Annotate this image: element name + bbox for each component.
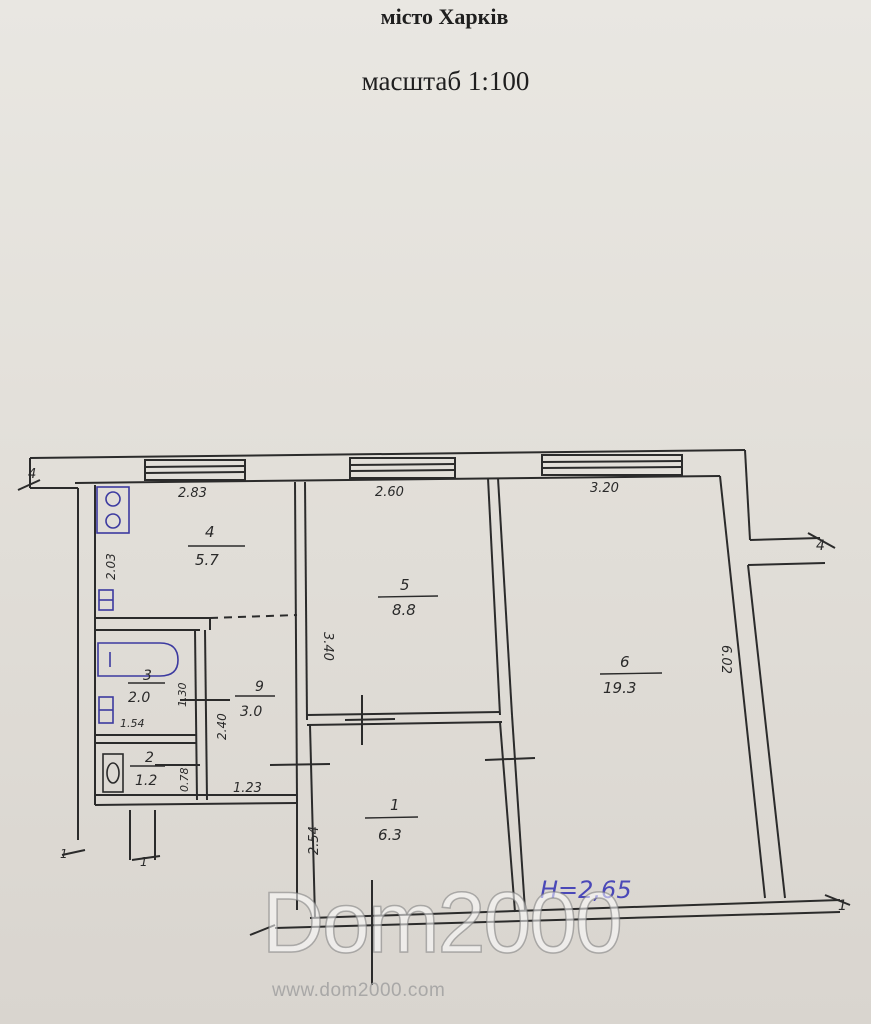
dim-2-03: 2.03 [104, 553, 118, 580]
dim-2-83: 2.83 [178, 486, 207, 501]
outer-bottom-wall [274, 800, 841, 929]
room-5-label: 5 8.8 [392, 576, 416, 619]
svg-text:3: 3 [143, 668, 152, 684]
room-3-label: 3 2.0 [128, 668, 152, 706]
window-2 [349, 457, 456, 479]
scale-label: масштаб 1:100 [361, 66, 530, 96]
partition-walls [94, 477, 526, 919]
section-mark-bottom-mid: 1 [140, 855, 148, 869]
dim-6-02: 6.02 [718, 645, 733, 674]
watermark-url: www.dom2000.com [272, 980, 446, 1001]
svg-text:1.2: 1.2 [135, 773, 157, 789]
room-1-label: 1 6.3 [378, 796, 402, 844]
section-mark-bottom-left: 1 [60, 847, 68, 861]
room-fraction-lines [128, 545, 663, 819]
dim-2-54: 2.54 [307, 826, 322, 855]
bathtub-icon [97, 642, 179, 677]
svg-text:9: 9 [255, 679, 264, 695]
section-mark-right: 4 [816, 538, 825, 554]
outer-right-wall [719, 449, 826, 899]
dim-3-20: 3.20 [590, 481, 619, 496]
svg-text:19.3: 19.3 [603, 679, 636, 697]
dim-0-78: 0.78 [178, 768, 191, 793]
dim-2-40: 2.40 [215, 713, 229, 740]
svg-text:1: 1 [390, 796, 400, 814]
svg-text:8.8: 8.8 [392, 601, 416, 619]
room-9-label: 9 3.0 [240, 679, 264, 720]
svg-text:2: 2 [145, 750, 154, 766]
svg-text:2.0: 2.0 [128, 690, 150, 706]
svg-text:5: 5 [400, 576, 410, 594]
dim-1-30: 1.30 [176, 683, 189, 708]
sink-icon [98, 589, 114, 611]
outer-top-wall [29, 449, 746, 489]
outer-left-wall [77, 485, 96, 840]
watermark-brand: Dom2000 [261, 875, 623, 971]
room-6-label: 6 19.3 [603, 653, 636, 697]
washbasin-icon [98, 696, 114, 724]
toilet-icon [102, 753, 124, 793]
section-marks [17, 479, 851, 936]
svg-text:3.0: 3.0 [240, 704, 262, 720]
section-mark-bottom-right: 1 [838, 898, 847, 914]
dim-2-60: 2.60 [375, 485, 404, 500]
room-4-label: 4 5.7 [195, 523, 219, 569]
svg-text:6: 6 [620, 653, 630, 671]
dim-1-23: 1.23 [233, 781, 262, 796]
dim-1-54: 1.54 [120, 717, 145, 730]
stove-icon [96, 486, 130, 534]
dim-3-40: 3.40 [320, 632, 335, 661]
door-marks [155, 695, 536, 985]
room-2-label: 2 1.2 [135, 750, 157, 789]
window-3 [541, 454, 683, 476]
city-title: місто Харків [380, 4, 509, 29]
ceiling-height-label: H=2,65 [540, 876, 632, 904]
svg-text:4: 4 [205, 523, 215, 541]
section-mark-top-left: 4 [28, 467, 36, 482]
svg-text:5.7: 5.7 [195, 551, 219, 569]
svg-text:6.3: 6.3 [378, 826, 402, 844]
window-1 [144, 459, 246, 481]
